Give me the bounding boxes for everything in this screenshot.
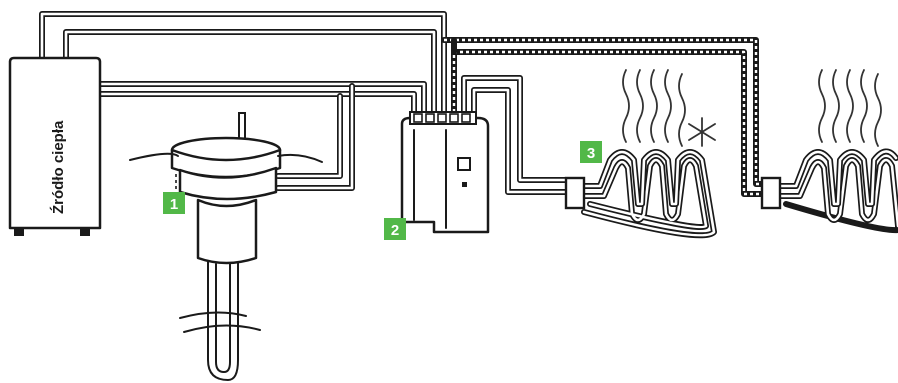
snowflake-icon xyxy=(688,117,716,147)
badge-2-label: 2 xyxy=(391,222,399,239)
badge-1: 1 xyxy=(163,192,185,214)
controller-unit xyxy=(400,111,490,234)
controller-display xyxy=(457,157,471,171)
heat-source-unit: Źródło ciepła xyxy=(8,56,102,236)
badge-3-label: 3 xyxy=(587,145,595,162)
badge-1-label: 1 xyxy=(170,196,178,213)
badge-3: 3 xyxy=(580,141,602,163)
heat-source-foot-left xyxy=(14,228,24,236)
zone-2-connector xyxy=(760,176,782,210)
heating-zone-1 xyxy=(564,69,717,239)
heat-source-label: Źródło ciepła xyxy=(50,120,67,214)
pipe-network xyxy=(39,11,767,197)
heat-source-foot-right xyxy=(80,228,90,236)
zone-1-connector xyxy=(564,176,586,210)
badge-2: 2 xyxy=(384,218,406,240)
controller-led xyxy=(462,182,467,187)
heating-zone-2 xyxy=(760,69,898,234)
cylinder-unit xyxy=(129,112,323,381)
